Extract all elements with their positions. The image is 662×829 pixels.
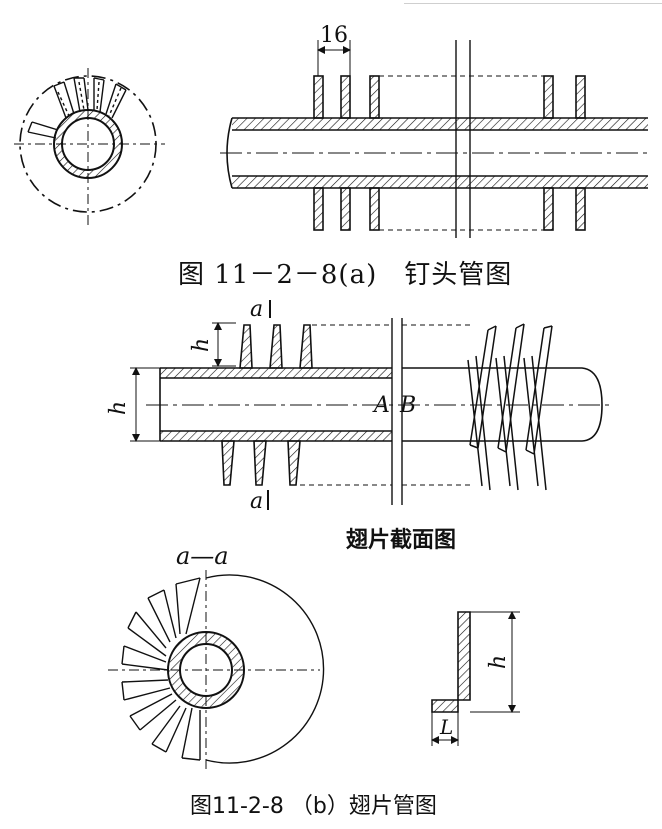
fin-tube-side-view: [130, 300, 610, 510]
figure-b-caption: 图11-2-8 （b）翅片管图: [190, 794, 437, 819]
fin-section-caption: 翅片截面图: [346, 528, 457, 553]
top-border-line: [404, 0, 662, 4]
fin-section-end-view: [108, 570, 325, 770]
label-B: B: [399, 393, 416, 418]
tube-height-label: h: [106, 401, 131, 415]
stud-pitch-label: 16: [320, 23, 348, 48]
fin-height-label: h: [189, 338, 214, 352]
fin-profile-detail: [431, 611, 520, 746]
figure-a-caption: 图 11－2－8(a) 钉头管图: [178, 260, 513, 290]
stud-tube-side-view: [220, 40, 650, 238]
section-mark-a-top: a: [250, 297, 263, 322]
section-aa-label: a—a: [176, 542, 229, 570]
profile-height-label: h: [486, 655, 511, 669]
label-A: A: [372, 393, 390, 418]
stud-tube-end-view: [14, 68, 165, 226]
section-mark-a-bottom: a: [250, 489, 263, 514]
profile-length-label: L: [439, 715, 453, 739]
